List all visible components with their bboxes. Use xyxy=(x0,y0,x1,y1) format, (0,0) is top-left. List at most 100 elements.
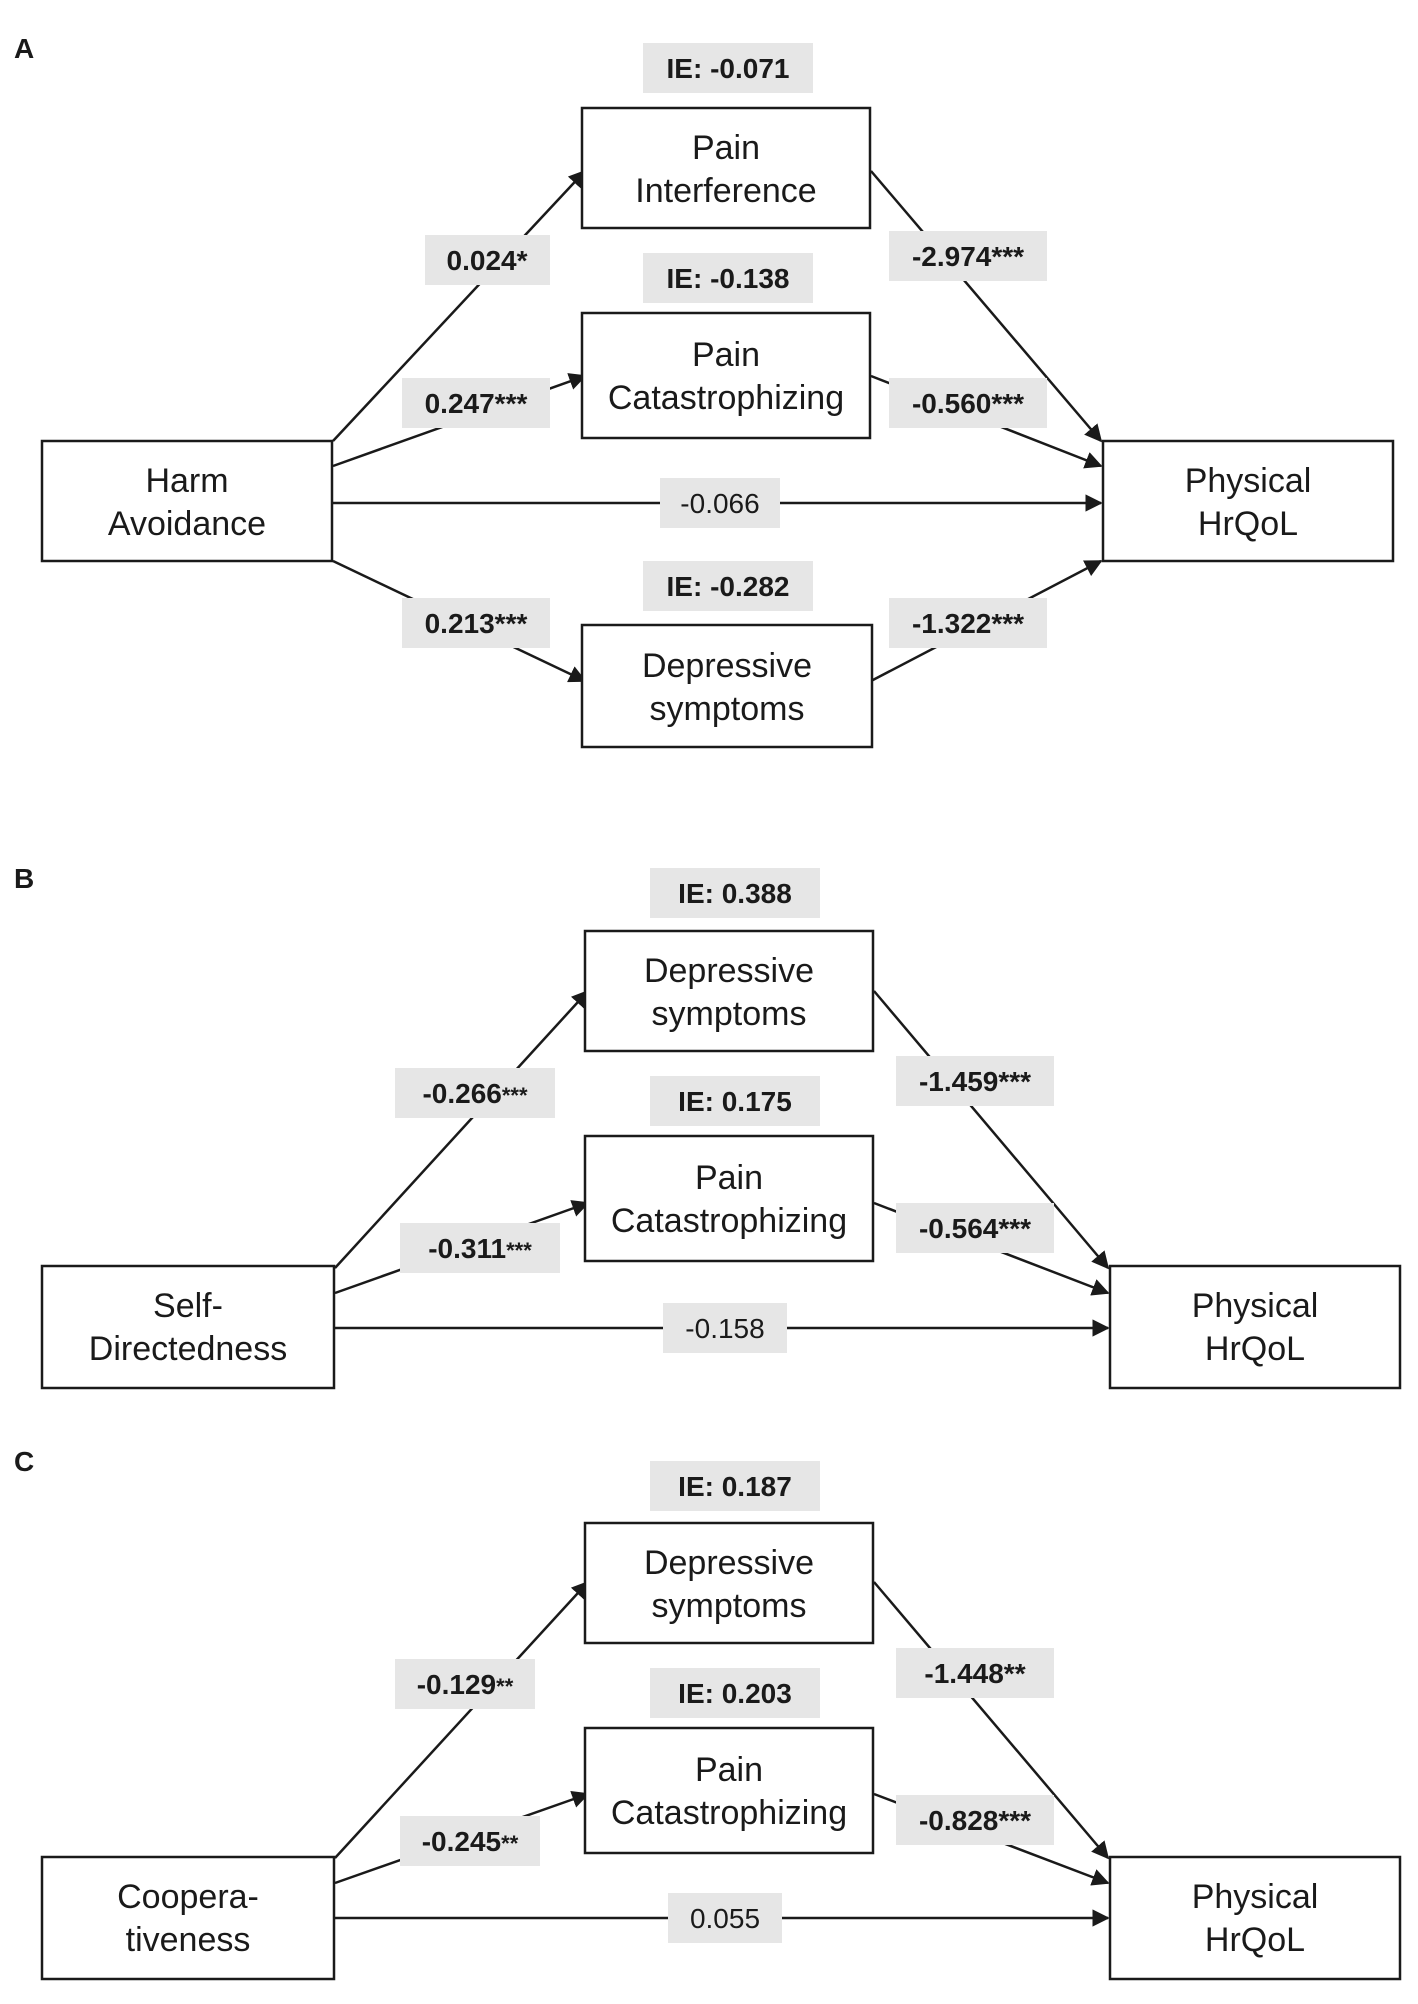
panel-c-letter: C xyxy=(14,1446,34,1477)
coefficient-direct: -0.066 xyxy=(660,478,780,528)
coefficient-b2: -0.560*** xyxy=(889,378,1047,428)
panel-c: C Coopera- tiveness Depressive symptoms … xyxy=(14,1446,1402,1981)
svg-text:IE: -0.071: IE: -0.071 xyxy=(667,53,790,84)
coefficient-a2: -0.311*** xyxy=(400,1223,560,1273)
coefficient-a2: 0.247*** xyxy=(402,378,550,428)
coefficient-b3: -1.322*** xyxy=(889,598,1047,648)
node-label-line1: Physical xyxy=(1192,1287,1319,1325)
indirect-effect-label-depressive: IE: 0.187 xyxy=(650,1461,820,1511)
coefficient-value: -0.245 xyxy=(422,1826,501,1857)
node-label-line2: symptoms xyxy=(652,1587,807,1625)
node-label-line2: Catastrophizing xyxy=(611,1794,847,1832)
node-label-line2: HrQoL xyxy=(1198,505,1298,543)
coefficient-a2: -0.245** xyxy=(400,1816,540,1866)
coefficient-direct: -0.158 xyxy=(663,1303,787,1353)
panel-a: A Harm Avoidance Pain Interference Pain … xyxy=(14,33,1395,749)
coefficient-a1: -0.129** xyxy=(395,1659,535,1709)
node-self-directedness: Self- Directedness xyxy=(40,1264,336,1390)
node-cooperativeness: Coopera- tiveness xyxy=(40,1855,336,1981)
coefficient-b2: -0.828*** xyxy=(896,1795,1054,1845)
significance-stars: ** xyxy=(501,1831,519,1856)
node-depressive-symptoms: Depressive symptoms xyxy=(583,1521,875,1645)
node-physical-hrqol: Physical HrQoL xyxy=(1101,439,1395,563)
svg-text:-1.322***: -1.322*** xyxy=(912,608,1024,639)
coefficient-value: -0.266 xyxy=(422,1078,501,1109)
path-b1-depressive-to-hrqol xyxy=(873,1581,1110,1860)
svg-text:0.213***: 0.213*** xyxy=(425,608,528,639)
node-depressive-symptoms: Depressive symptoms xyxy=(580,623,874,749)
node-physical-hrqol: Physical HrQoL xyxy=(1108,1264,1402,1390)
coefficient-b1: -1.459*** xyxy=(896,1056,1054,1106)
coefficient-b2: -0.564*** xyxy=(896,1203,1054,1253)
panel-b-letter: B xyxy=(14,863,34,894)
svg-text:-1.459***: -1.459*** xyxy=(919,1066,1031,1097)
coefficient-value: -0.311 xyxy=(428,1233,506,1264)
svg-text:IE: -0.138: IE: -0.138 xyxy=(667,263,790,294)
node-label-line2: symptoms xyxy=(652,995,807,1033)
node-label-line1: Self- xyxy=(153,1287,223,1325)
node-label-line1: Physical xyxy=(1185,462,1312,500)
svg-text:IE: -0.282: IE: -0.282 xyxy=(667,571,790,602)
indirect-effect-label-catastrophizing: IE: -0.138 xyxy=(643,253,813,303)
svg-text:-0.828***: -0.828*** xyxy=(919,1805,1031,1836)
significance-stars: ** xyxy=(496,1674,514,1699)
svg-text:0.247***: 0.247*** xyxy=(425,388,528,419)
node-label-line1: Pain xyxy=(695,1751,763,1789)
svg-text:0.024*: 0.024* xyxy=(447,245,528,276)
node-pain-catastrophizing: Pain Catastrophizing xyxy=(580,311,872,440)
significance-stars: *** xyxy=(502,1083,528,1108)
svg-text:-0.245**: -0.245** xyxy=(422,1826,519,1857)
svg-text:IE: 0.175: IE: 0.175 xyxy=(678,1086,792,1117)
node-label-line1: Depressive xyxy=(644,1544,814,1582)
node-label-line2: Catastrophizing xyxy=(608,379,844,417)
coefficient-a1: 0.024* xyxy=(425,235,550,285)
path-b1-interference-to-hrqol xyxy=(870,170,1103,443)
node-physical-hrqol: Physical HrQoL xyxy=(1108,1855,1402,1981)
node-label-line2: tiveness xyxy=(126,1921,251,1959)
significance-stars: *** xyxy=(506,1238,532,1263)
coefficient-b1: -1.448** xyxy=(896,1648,1054,1698)
svg-text:-0.560***: -0.560*** xyxy=(912,388,1024,419)
svg-text:-2.974***: -2.974*** xyxy=(912,241,1024,272)
svg-text:-0.066: -0.066 xyxy=(680,488,759,519)
coefficient-a3: 0.213*** xyxy=(402,598,550,648)
node-label-line1: Harm xyxy=(145,462,228,500)
svg-text:-0.129**: -0.129** xyxy=(417,1669,514,1700)
svg-text:-1.448**: -1.448** xyxy=(924,1658,1025,1689)
path-a1-self-to-depressive xyxy=(334,989,590,1269)
node-label-line2: Avoidance xyxy=(108,505,266,543)
svg-text:-0.266***: -0.266*** xyxy=(422,1078,528,1109)
panel-a-letter: A xyxy=(14,33,34,64)
node-pain-catastrophizing: Pain Catastrophizing xyxy=(583,1726,875,1855)
coefficient-b1: -2.974*** xyxy=(889,231,1047,281)
coefficient-direct: 0.055 xyxy=(668,1893,782,1943)
indirect-effect-label-depressive: IE: 0.388 xyxy=(650,868,820,918)
node-label-line1: Physical xyxy=(1192,1878,1319,1916)
path-b1-depressive-to-hrqol xyxy=(873,990,1110,1270)
indirect-effect-label-interference: IE: -0.071 xyxy=(643,43,813,93)
coefficient-a1: -0.266*** xyxy=(395,1068,555,1118)
node-label-line2: HrQoL xyxy=(1205,1330,1305,1368)
node-label-line1: Depressive xyxy=(642,647,812,685)
node-label-line2: Directedness xyxy=(89,1330,287,1368)
svg-text:IE: 0.388: IE: 0.388 xyxy=(678,878,792,909)
svg-text:0.055: 0.055 xyxy=(690,1903,760,1934)
indirect-effect-label-catastrophizing: IE: 0.175 xyxy=(650,1076,820,1126)
node-pain-catastrophizing: Pain Catastrophizing xyxy=(583,1134,875,1263)
coefficient-value: -0.129 xyxy=(417,1669,496,1700)
node-label-line1: Depressive xyxy=(644,952,814,990)
svg-text:-0.158: -0.158 xyxy=(685,1313,764,1344)
indirect-effect-label-depressive: IE: -0.282 xyxy=(643,561,813,611)
svg-text:-0.311***: -0.311*** xyxy=(428,1233,532,1264)
path-a1-coop-to-depressive xyxy=(334,1580,590,1859)
node-label-line1: Coopera- xyxy=(117,1878,259,1916)
node-label-line2: Catastrophizing xyxy=(611,1202,847,1240)
node-label-line1: Pain xyxy=(692,129,760,167)
node-label-line1: Pain xyxy=(695,1159,763,1197)
panel-b: B Self- Directedness Depressive symptoms… xyxy=(14,863,1402,1390)
node-label-line1: Pain xyxy=(692,336,760,374)
indirect-effect-label-catastrophizing: IE: 0.203 xyxy=(650,1668,820,1718)
node-label-line2: symptoms xyxy=(650,690,805,728)
node-pain-interference: Pain Interference xyxy=(580,106,872,230)
